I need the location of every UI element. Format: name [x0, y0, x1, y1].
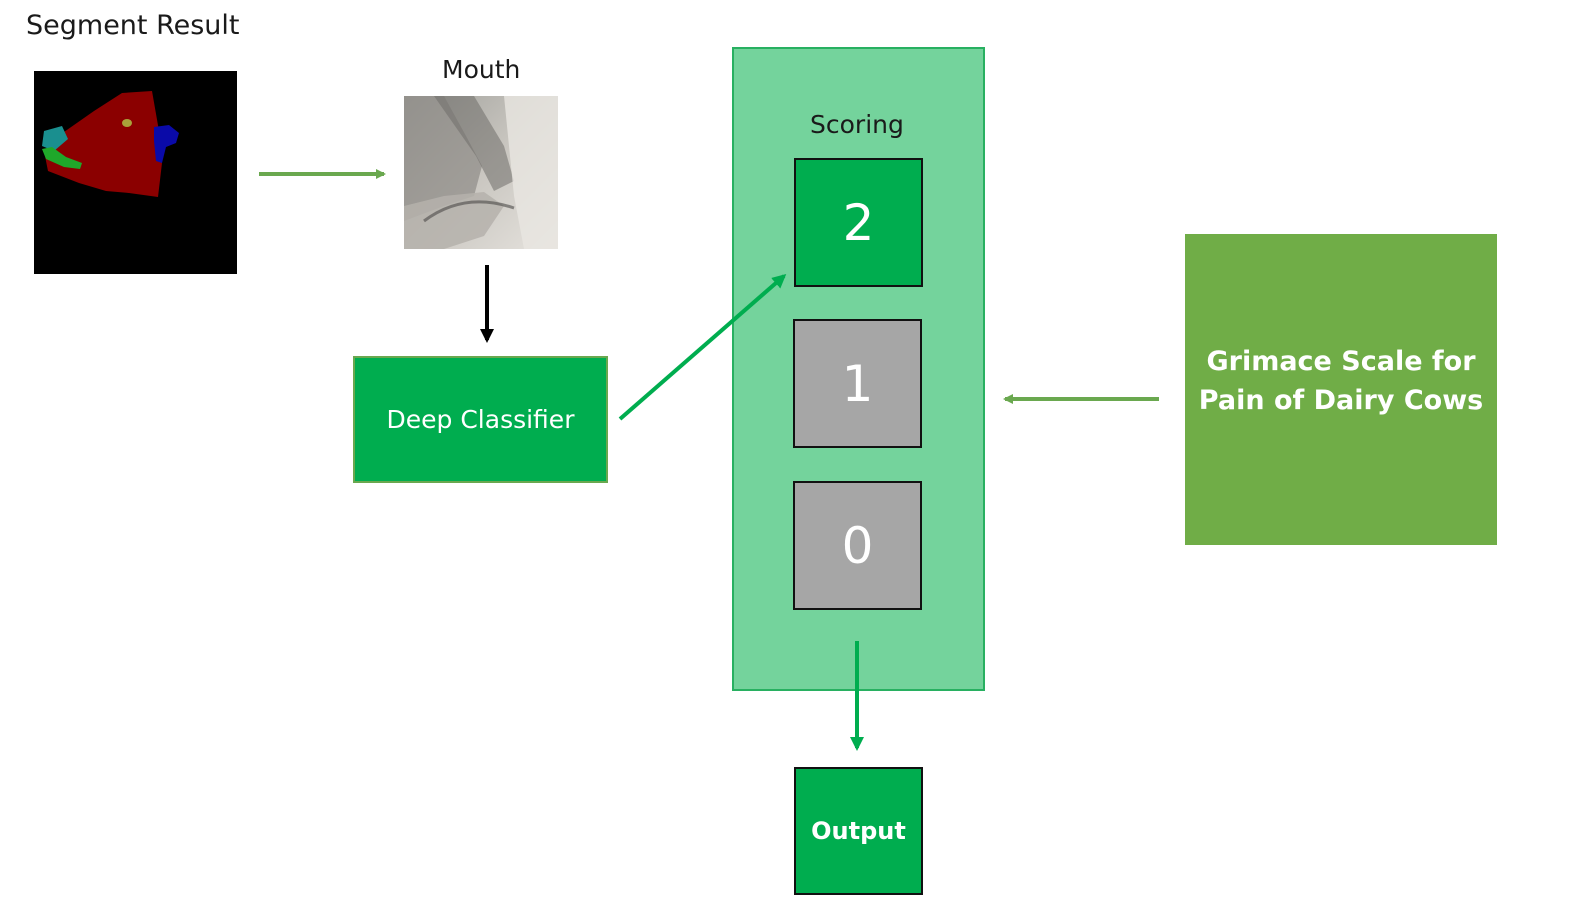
output-label: Output — [811, 817, 906, 845]
segment-result-image — [34, 71, 237, 274]
score-value: 2 — [842, 193, 875, 252]
score-value: 0 — [841, 516, 874, 575]
scoring-title: Scoring — [810, 110, 904, 139]
grimace-scale-box: Grimace Scale for Pain of Dairy Cows — [1185, 234, 1497, 545]
score-value: 1 — [841, 354, 874, 413]
mouth-crop-image — [404, 96, 558, 249]
score-box-2: 2 — [794, 158, 923, 287]
output-box: Output — [794, 767, 923, 895]
mouth-title: Mouth — [442, 55, 521, 84]
grimace-scale-line-1: Grimace Scale for — [1206, 345, 1476, 377]
score-box-0: 0 — [793, 481, 922, 610]
segment-result-title: Segment Result — [26, 10, 240, 41]
segmentation-mask-graphic — [42, 91, 179, 197]
score-box-1: 1 — [793, 319, 922, 448]
mouth-photo-graphic — [404, 96, 558, 249]
deep-classifier-box: Deep Classifier — [353, 356, 608, 483]
grimace-scale-line-2: Pain of Dairy Cows — [1198, 384, 1484, 416]
deep-classifier-label: Deep Classifier — [386, 405, 575, 434]
